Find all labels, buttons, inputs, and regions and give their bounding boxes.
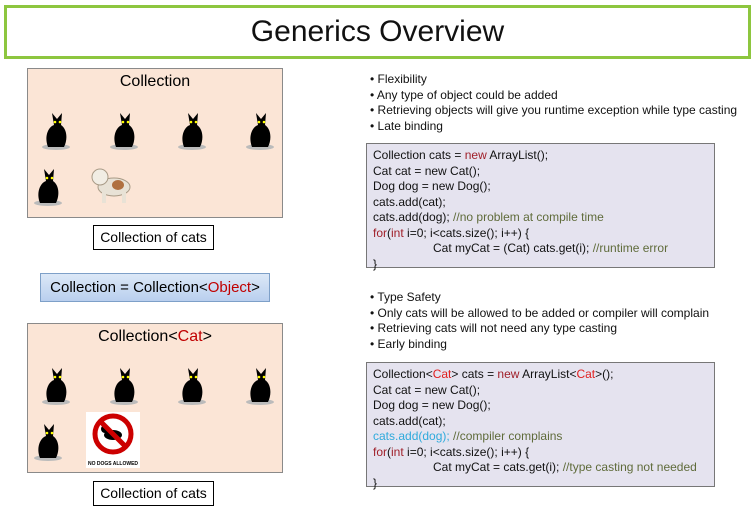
- cat-icon: [40, 109, 72, 150]
- code-token: //compiler complains: [449, 429, 563, 443]
- code-token: cats.add(dog);: [373, 210, 454, 224]
- cat-icon: [32, 165, 64, 206]
- code-token: }: [373, 256, 378, 271]
- bullet: Flexibility: [370, 72, 737, 88]
- code-token: for: [373, 225, 388, 240]
- code-token: cats.add(cat);: [373, 413, 446, 428]
- code-token: (: [387, 225, 392, 240]
- cat-icon: [108, 109, 140, 150]
- code-line: Cat cat = new Cat();: [373, 164, 708, 180]
- cat-icon: [244, 109, 276, 150]
- bullet: Type Safety: [370, 290, 709, 306]
- code-line: cats.add(cat);: [373, 414, 708, 430]
- cat-icon: [176, 109, 208, 150]
- eq-right: >: [251, 279, 260, 296]
- code-block-generic: Collection<Cat> cats = new ArrayList<Cat…: [366, 362, 715, 490]
- code-token: Dog dog = new Dog();: [373, 179, 491, 193]
- cat-icon: [176, 364, 208, 405]
- code-line: for(int i=0; i<cats.size(); i++) {: [373, 226, 708, 242]
- code-token: int: [391, 444, 404, 459]
- title-prefix: Collection<: [98, 328, 178, 345]
- code-line: cats.add(dog); //no problem at compile t…: [373, 210, 708, 226]
- code-line: }: [373, 476, 708, 492]
- title-suffix: >: [202, 328, 212, 345]
- code-token: cats.add(cat);: [373, 194, 446, 209]
- code-token: Cat cat = new Cat();: [373, 382, 481, 397]
- collection-panel: Collection: [27, 68, 283, 218]
- code-token: > cats =: [451, 367, 498, 381]
- code-block-raw: Collection cats = new ArrayList();Cat ca…: [366, 143, 715, 271]
- caption-collection-of-cats-generic: Collection of cats: [93, 481, 214, 506]
- code-token: Cat myCat = cats.get(i);: [373, 460, 563, 474]
- code-line: Dog dog = new Dog();: [373, 179, 708, 195]
- code-token: Cat: [576, 367, 596, 381]
- code-token: Cat: [432, 367, 452, 381]
- code-line: Collection<Cat> cats = new ArrayList<Cat…: [373, 367, 708, 383]
- code-line: Cat myCat = (Cat) cats.get(i); //runtime…: [373, 241, 708, 257]
- bullet: Any type of object could be added: [370, 88, 737, 104]
- code-token: ArrayList();: [486, 148, 549, 162]
- cat-icon: [244, 364, 276, 405]
- code-token: (: [387, 444, 392, 459]
- bullets-generic: Type Safety Only cats will be allowed to…: [370, 290, 709, 352]
- code-line: cats.add(dog); //compiler complains: [373, 429, 708, 445]
- no-dogs-sign: NO DOGS ALLOWED: [86, 412, 140, 468]
- bullets-raw: Flexibility Any type of object could be …: [370, 72, 737, 134]
- code-token: Cat cat = new Cat();: [373, 163, 481, 178]
- code-token: //no problem at compile time: [453, 210, 604, 224]
- caption-collection-of-cats: Collection of cats: [93, 225, 214, 250]
- eq-left: Collection = Collection<: [50, 279, 208, 296]
- equivalence-box: Collection = Collection<Object>: [40, 273, 270, 302]
- bullet: Only cats will be allowed to be added or…: [370, 306, 710, 322]
- eq-type: Object: [207, 279, 252, 296]
- code-line: Cat cat = new Cat();: [373, 383, 708, 399]
- code-token: i=0; i<cats.size(); i++) {: [403, 444, 530, 459]
- code-token: cats.add(dog);: [373, 429, 450, 443]
- dog-icon: [91, 168, 131, 203]
- cat-icon: [40, 364, 72, 405]
- code-token: }: [373, 475, 378, 490]
- code-line: cats.add(cat);: [373, 195, 708, 211]
- code-line: }: [373, 257, 708, 273]
- bullet: Retrieving objects will give you runtime…: [370, 103, 738, 119]
- generic-collection-panel: Collection<Cat> NO DOGS ALLOWED: [27, 323, 283, 473]
- code-token: new: [497, 367, 520, 381]
- code-token: Collection cats =: [373, 148, 465, 162]
- slide-title: Generics Overview: [4, 5, 751, 59]
- code-line: Dog dog = new Dog();: [373, 398, 708, 414]
- code-token: ArrayList<: [519, 367, 577, 381]
- code-line: for(int i=0; i<cats.size(); i++) {: [373, 445, 708, 461]
- bullet: Early binding: [370, 337, 709, 353]
- panel-title: Collection: [119, 73, 191, 90]
- code-token: i=0; i<cats.size(); i++) {: [403, 225, 530, 240]
- bullet: Retrieving cats will not need any type c…: [370, 321, 709, 337]
- cat-icon: [108, 364, 140, 405]
- title-type: Cat: [177, 328, 203, 345]
- code-token: new: [464, 148, 487, 162]
- code-token: int: [391, 225, 404, 240]
- code-token: for: [373, 444, 388, 459]
- code-token: >();: [595, 367, 614, 381]
- code-token: Cat myCat = (Cat) cats.get(i);: [373, 241, 593, 255]
- code-token: //runtime error: [592, 241, 669, 255]
- code-line: Cat myCat = cats.get(i); //type casting …: [373, 460, 708, 476]
- code-token: //type casting not needed: [562, 460, 697, 474]
- code-token: Collection<: [373, 367, 433, 381]
- code-line: Collection cats = new ArrayList();: [373, 148, 708, 164]
- sign-text: NO DOGS ALLOWED: [87, 461, 139, 467]
- bullet: Late binding: [370, 119, 737, 135]
- panel-title: Collection<Cat>: [28, 328, 282, 346]
- no-dogs-icon: [92, 413, 134, 455]
- code-token: Dog dog = new Dog();: [373, 398, 491, 412]
- cat-icon: [32, 420, 64, 461]
